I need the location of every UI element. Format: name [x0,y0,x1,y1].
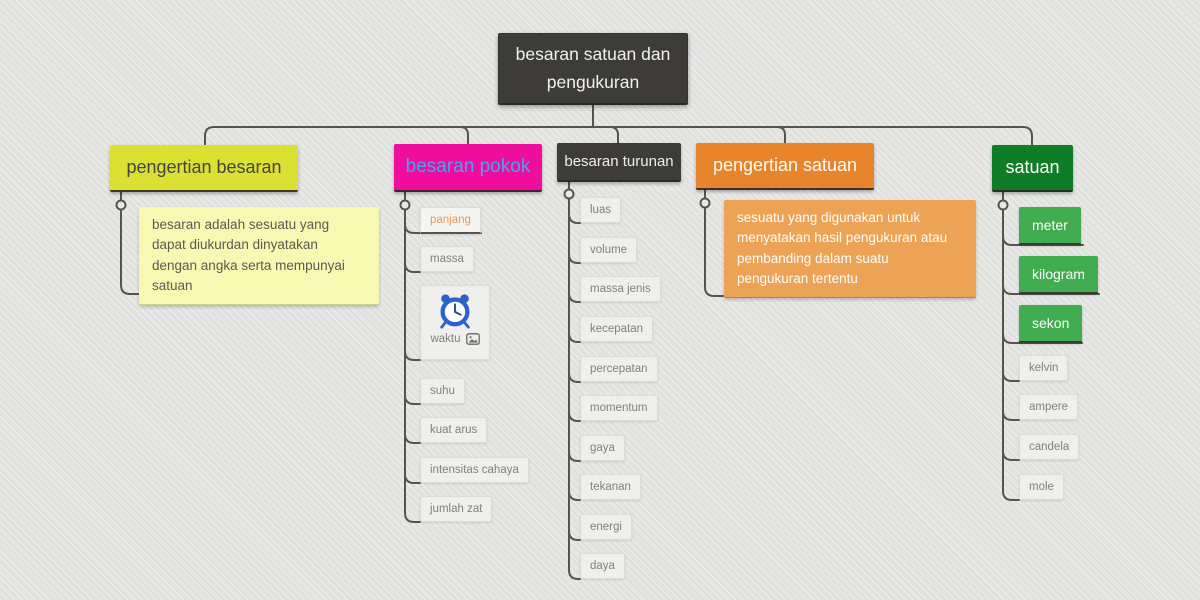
root-topic-label: besaran satuan dan pengukuran [515,44,671,92]
rail-besaran-turunan [568,181,581,580]
collapse-handle-besaran-pokok[interactable] [399,199,411,211]
hook-luas [568,213,581,224]
subtopic-kuat-arus[interactable]: kuat arus [420,417,488,443]
subtopic-daya[interactable]: daya [580,553,625,579]
hook-intensitas-cahaya [404,473,421,484]
hook-tekanan [568,490,581,501]
note-pengertian-besaran[interactable]: besaran adalah sesuatu yang dapat diukur… [139,207,379,305]
hook-massa [404,262,421,273]
subtopic-waktu[interactable]: waktu [420,285,490,360]
hook-suhu [404,394,421,405]
subtopic-massa-jenis[interactable]: massa jenis [580,276,661,302]
subtopic-momentum[interactable]: momentum [580,395,658,421]
connector-top-rail [204,126,1033,146]
connector-drop-besaran-turunan [609,126,619,144]
topic-label: pengertian satuan [712,155,858,175]
subtopic-kecepatan[interactable]: kecepatan [580,316,654,342]
subtopic-volume[interactable]: volume [580,237,638,263]
hook-sekon [1002,333,1083,344]
rail-pengertian-satuan [704,189,724,297]
topic-label: besaran pokok [405,156,531,177]
hook-percepatan [568,372,581,383]
hook-kilogram [1002,284,1100,295]
topic-pengertian-satuan[interactable]: pengertian satuan [696,143,874,190]
subtopic-energi[interactable]: energi [580,514,632,540]
subtopic-sekon[interactable]: sekon [1019,305,1083,343]
collapse-handle-pengertian-besaran[interactable] [115,199,127,211]
hook-panjang [404,223,482,234]
hook-waktu [404,350,421,361]
hook-ampere [1002,410,1020,421]
subtopic-ampere[interactable]: ampere [1019,394,1078,420]
topic-satuan[interactable]: satuan [992,145,1073,192]
hook-volume [568,253,581,264]
subtopic-candela[interactable]: candela [1019,434,1080,460]
subtopic-tekanan[interactable]: tekanan [580,474,641,500]
collapse-handle-besaran-turunan[interactable] [563,188,575,200]
subtopic-gaya[interactable]: gaya [580,435,625,461]
subtopic-meter[interactable]: meter [1019,207,1081,245]
topic-besaran-turunan[interactable]: besaran turunan [557,143,681,182]
subtopic-jumlah-zat[interactable]: jumlah zat [420,496,493,522]
topic-label: satuan [1005,157,1060,177]
subtopic-panjang[interactable]: panjang [420,207,481,234]
hook-candela [1002,450,1020,461]
alarm-clock-image [440,294,470,329]
hook-kuat-arus [404,433,421,444]
subtopic-intensitas-cahaya[interactable]: intensitas cahaya [420,457,529,483]
topic-label: pengertian besaran [126,157,282,177]
topic-pengertian-besaran[interactable]: pengertian besaran [110,145,298,192]
connector-drop-pengertian-satuan [776,126,786,144]
subtopic-kilogram[interactable]: kilogram [1019,256,1098,294]
subtopic-massa[interactable]: massa [420,246,474,272]
subtopic-percepatan[interactable]: percepatan [580,356,658,382]
rail-pengertian-besaran [120,191,143,295]
hook-gaya [568,451,581,462]
root-topic[interactable]: besaran satuan dan pengukuran [498,33,688,105]
image-attachment-icon[interactable] [465,333,480,345]
connector-drop-besaran-pokok [459,126,469,145]
subtopic-luas[interactable]: luas [580,197,622,223]
subtopic-waktu-label: waktu [430,333,461,345]
topic-besaran-pokok[interactable]: besaran pokok [394,144,542,192]
rail-satuan [1002,191,1020,501]
hook-kelvin [1002,371,1020,382]
hook-massa-jenis [568,292,581,303]
note-pengertian-satuan[interactable]: sesuatu yang digunakan untuk menyatakan … [724,200,976,298]
subtopic-mole[interactable]: mole [1019,474,1064,500]
hook-meter [1002,235,1084,246]
collapse-handle-pengertian-satuan[interactable] [699,197,711,209]
collapse-handle-satuan[interactable] [997,199,1009,211]
topic-label: besaran turunan [564,153,674,170]
hook-kecepatan [568,332,581,343]
rail-besaran-pokok [404,191,421,523]
subtopic-kelvin[interactable]: kelvin [1019,355,1069,381]
hook-momentum [568,411,581,422]
subtopic-suhu[interactable]: suhu [420,378,465,404]
hook-energi [568,530,581,541]
